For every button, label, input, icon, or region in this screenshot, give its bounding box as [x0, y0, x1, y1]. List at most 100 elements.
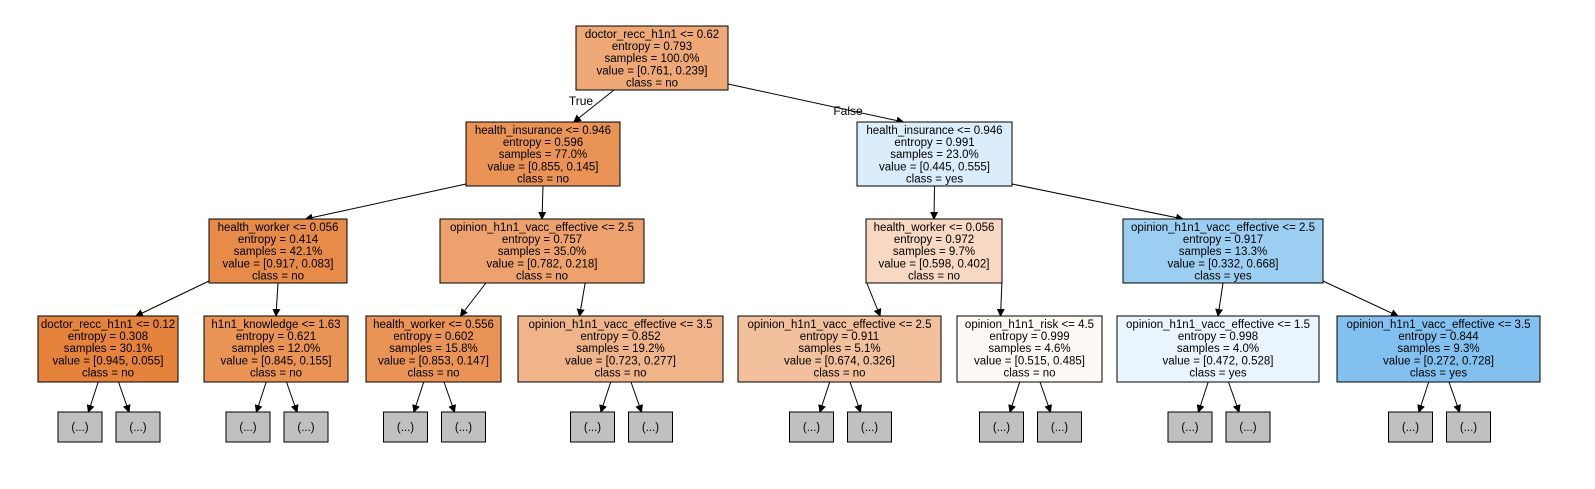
tree-node-line: opinion_h1n1_vacc_effective <= 2.5 [1131, 222, 1315, 234]
tree-node-box [365, 315, 502, 383]
tree-node-box [439, 218, 645, 284]
truncated-leaf: (...) [847, 411, 892, 443]
truncated-leaf: (...) [283, 411, 329, 443]
truncated-leaf: (...) [383, 411, 428, 443]
truncated-leaf-label: (...) [642, 422, 659, 434]
tree-node-line: opinion_h1n1_vacc_effective <= 3.5 [529, 319, 713, 331]
tree-node-line: class = no [250, 367, 302, 379]
tree-node-line: value = [0.272, 0.728] [1383, 355, 1494, 367]
truncated-leaf-label: (...) [455, 422, 472, 434]
tree-edge [272, 282, 281, 317]
tree-node-line: samples = 35.0% [498, 246, 587, 258]
truncated-leaf-label: (...) [1239, 422, 1256, 434]
tree-node-line: class = no [1003, 367, 1055, 379]
tree-edge [996, 280, 1005, 317]
tree-node-line: entropy = 0.972 [894, 234, 974, 246]
tree-node-box [465, 121, 621, 187]
tree-node-line: opinion_h1n1_vacc_effective <= 3.5 [1347, 319, 1531, 331]
tree-node-line: value = [0.761, 0.239] [597, 65, 708, 77]
truncated-leaf: (...) [1446, 411, 1491, 443]
truncated-leaf-label: (...) [584, 422, 601, 434]
tree-node-line: samples = 13.3% [1179, 246, 1268, 258]
tree-node-line: samples = 30.1% [64, 343, 153, 355]
truncated-leaf-box [1225, 411, 1271, 443]
tree-node-line: class = yes [906, 173, 963, 185]
truncated-leaf: (...) [1225, 411, 1271, 443]
tree-node-line: samples = 5.1% [798, 343, 880, 355]
tree-node-line: health_insurance <= 0.946 [866, 125, 1002, 137]
tree-node: opinion_h1n1_vacc_effective <= 1.5entrop… [1116, 315, 1320, 383]
tree-node-box [517, 315, 724, 383]
edge-label-false: False [833, 104, 863, 118]
tree-node-line: value = [0.917, 0.083] [223, 258, 334, 270]
tree-node-line: entropy = 0.757 [502, 234, 582, 246]
tree-node-line: health_worker <= 0.556 [373, 319, 494, 331]
leaf-edge [286, 381, 299, 413]
tree-node-box [1116, 315, 1320, 383]
tree-node-line: entropy = 0.911 [800, 331, 879, 343]
tree-node-line: opinion_h1n1_vacc_effective <= 2.5 [748, 319, 932, 331]
tree-node-line: class = no [516, 270, 568, 282]
leaf-edge [443, 381, 456, 413]
tree-node-line: class = yes [1410, 367, 1467, 379]
tree-node-box [1122, 218, 1324, 284]
truncated-leaf: (...) [628, 411, 673, 443]
tree-node-line: class = yes [1189, 367, 1246, 379]
truncated-leaf-label: (...) [1181, 422, 1198, 434]
truncated-leaf-box [225, 411, 271, 443]
tree-node-line: entropy = 0.308 [68, 331, 148, 343]
truncated-leaf: (...) [1167, 411, 1213, 443]
tree-node-line: value = [0.674, 0.326] [784, 355, 895, 367]
leaf-edge [86, 381, 99, 413]
tree-node-line: samples = 77.0% [499, 149, 588, 161]
truncated-leaf: (...) [1388, 411, 1433, 443]
leaf-edge [1228, 381, 1241, 413]
tree-node: opinion_h1n1_vacc_effective <= 2.5entrop… [439, 218, 645, 284]
tree-node-line: entropy = 0.621 [236, 331, 316, 343]
leaf-edge [1039, 381, 1052, 413]
tree-node-line: health_worker <= 0.056 [218, 222, 339, 234]
truncated-leaf-label: (...) [993, 422, 1010, 434]
truncated-leaf-label: (...) [397, 422, 414, 434]
truncated-leaf-box [57, 411, 103, 443]
tree-node-line: entropy = 0.602 [393, 331, 473, 343]
truncated-leaf-box [1388, 411, 1433, 443]
leaf-edge [599, 381, 612, 413]
tree-node-line: value = [0.855, 0.145] [488, 161, 599, 173]
tree-node-line: entropy = 0.917 [1183, 234, 1263, 246]
tree-node-line: value = [0.853, 0.147] [378, 355, 489, 367]
truncated-leaf-label: (...) [803, 422, 820, 434]
tree-node-line: samples = 19.2% [576, 343, 665, 355]
tree-node-line: value = [0.723, 0.277] [565, 355, 676, 367]
truncated-leaf-box [570, 411, 615, 443]
truncated-leaf-box [283, 411, 329, 443]
truncated-leaf-label: (...) [1051, 422, 1068, 434]
leaf-edge [849, 381, 862, 413]
tree-edge [930, 185, 939, 220]
tree-node-line: doctor_recc_h1n1 <= 0.12 [41, 319, 175, 331]
tree-node-line: entropy = 0.852 [580, 331, 660, 343]
tree-node-line: class = no [908, 270, 960, 282]
tree-node-line: entropy = 0.991 [894, 137, 974, 149]
tree-node-line: entropy = 0.998 [1178, 331, 1258, 343]
tree-node-line: value = [0.332, 0.668] [1168, 258, 1279, 270]
tree-node-line: value = [0.845, 0.155] [221, 355, 332, 367]
tree-edge [865, 280, 882, 317]
tree-node-line: value = [0.472, 0.528] [1163, 355, 1274, 367]
tree-edge [459, 282, 487, 317]
truncated-leaf-label: (...) [297, 422, 314, 434]
tree-edge [727, 83, 905, 125]
tree-edge [1011, 183, 1184, 222]
tree-node-line: entropy = 0.844 [1398, 331, 1479, 343]
tree-node-line: value = [0.598, 0.402] [879, 258, 990, 270]
leaf-edge [254, 381, 267, 413]
tree-node-line: samples = 4.0% [1177, 343, 1259, 355]
tree-node-box [737, 315, 942, 383]
truncated-leaf-label: (...) [1402, 422, 1419, 434]
tree-node-box [956, 315, 1103, 383]
